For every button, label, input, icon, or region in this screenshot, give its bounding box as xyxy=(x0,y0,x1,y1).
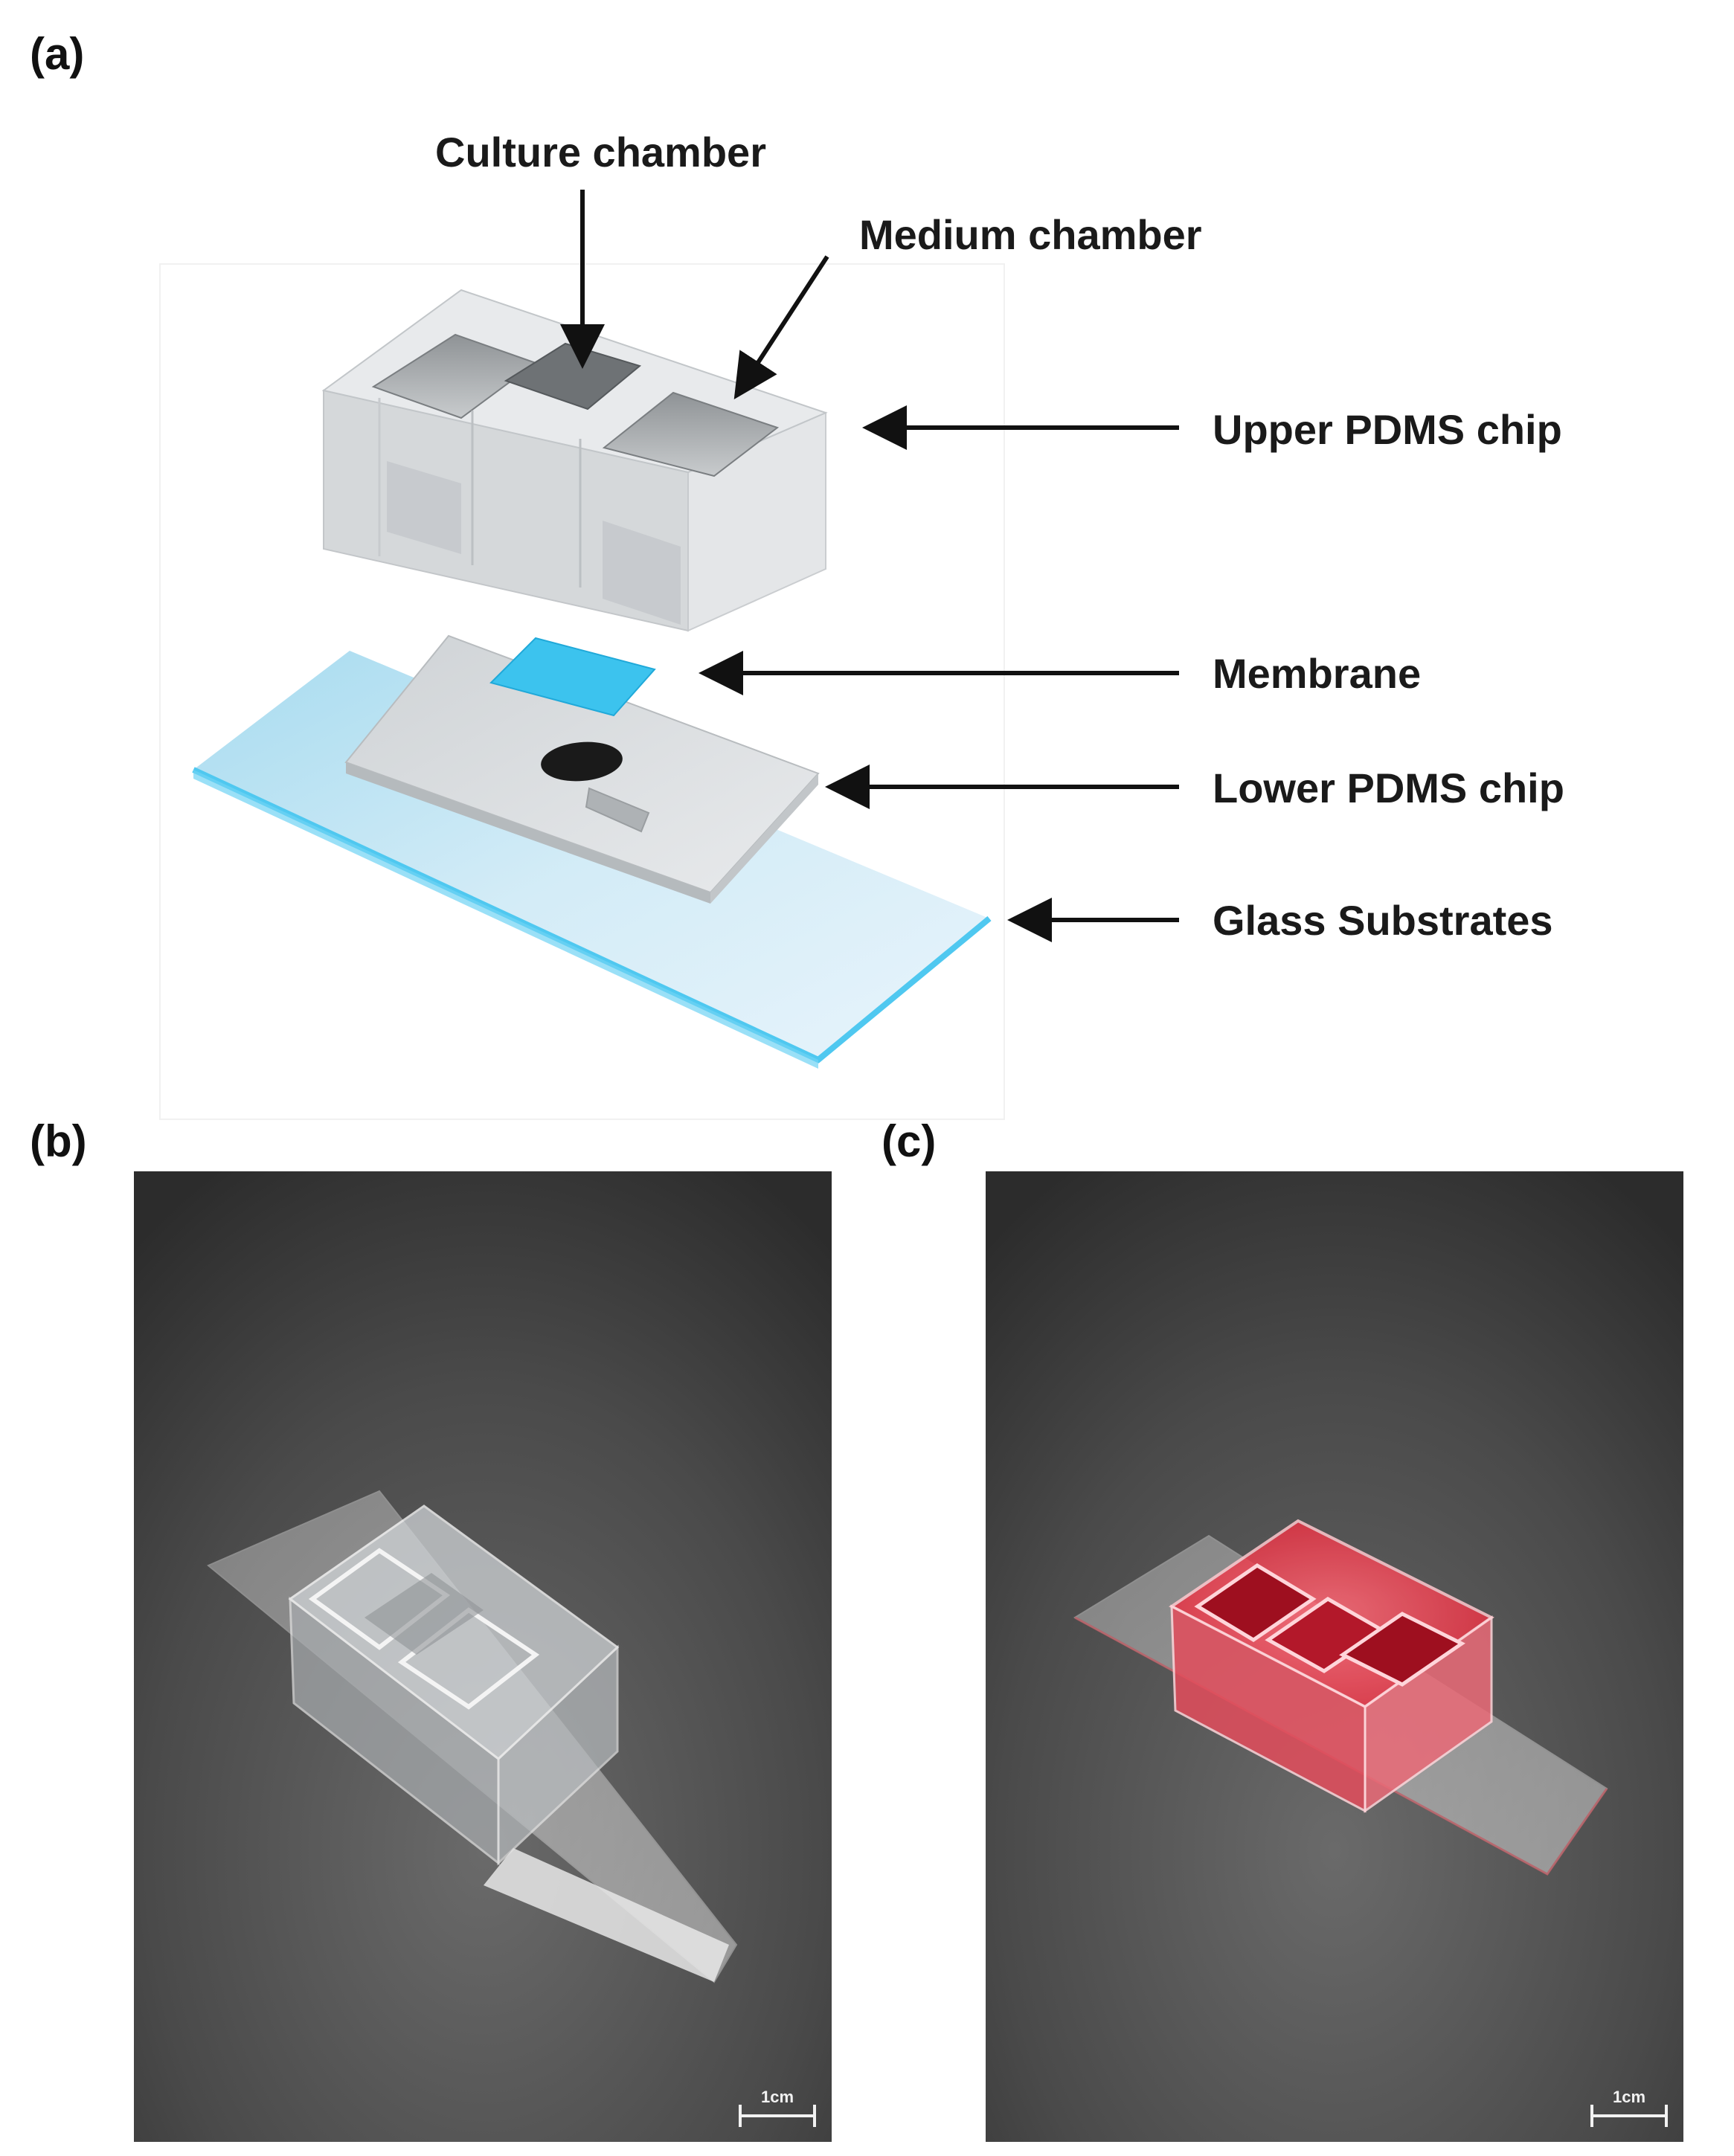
panel-label-a: (a) xyxy=(30,29,85,79)
glass-substrates-label: Glass Substrates xyxy=(1213,897,1553,944)
culture-chamber-label: Culture chamber xyxy=(435,129,766,176)
scale-bar: 1cm xyxy=(1590,2088,1668,2127)
medium-chamber-label: Medium chamber xyxy=(859,211,1202,258)
panel-label-b: (b) xyxy=(30,1116,87,1166)
scale-bar: 1cm xyxy=(739,2088,816,2127)
upper-chip-label: Upper PDMS chip xyxy=(1213,406,1562,453)
medium-chamber-arrow xyxy=(733,255,829,400)
membrane-sheet xyxy=(489,637,656,717)
scale-bar-label: 1cm xyxy=(761,2088,794,2106)
photo-red-medium-device: 1cm xyxy=(986,1171,1683,2142)
membrane-label: Membrane xyxy=(1213,650,1422,697)
scale-bar-label: 1cm xyxy=(1613,2088,1645,2106)
panel-label-c: (c) xyxy=(882,1116,937,1166)
clear-pdms-block xyxy=(288,1505,620,1866)
exploded-device-diagram xyxy=(159,190,1179,1120)
lower-pdms-chip xyxy=(344,634,820,904)
photo-clear-device: 1cm xyxy=(134,1171,832,2142)
upper-pdms-chip xyxy=(321,289,828,632)
lower-chip-label: Lower PDMS chip xyxy=(1213,765,1564,811)
red-pdms-block xyxy=(1169,1519,1494,1813)
